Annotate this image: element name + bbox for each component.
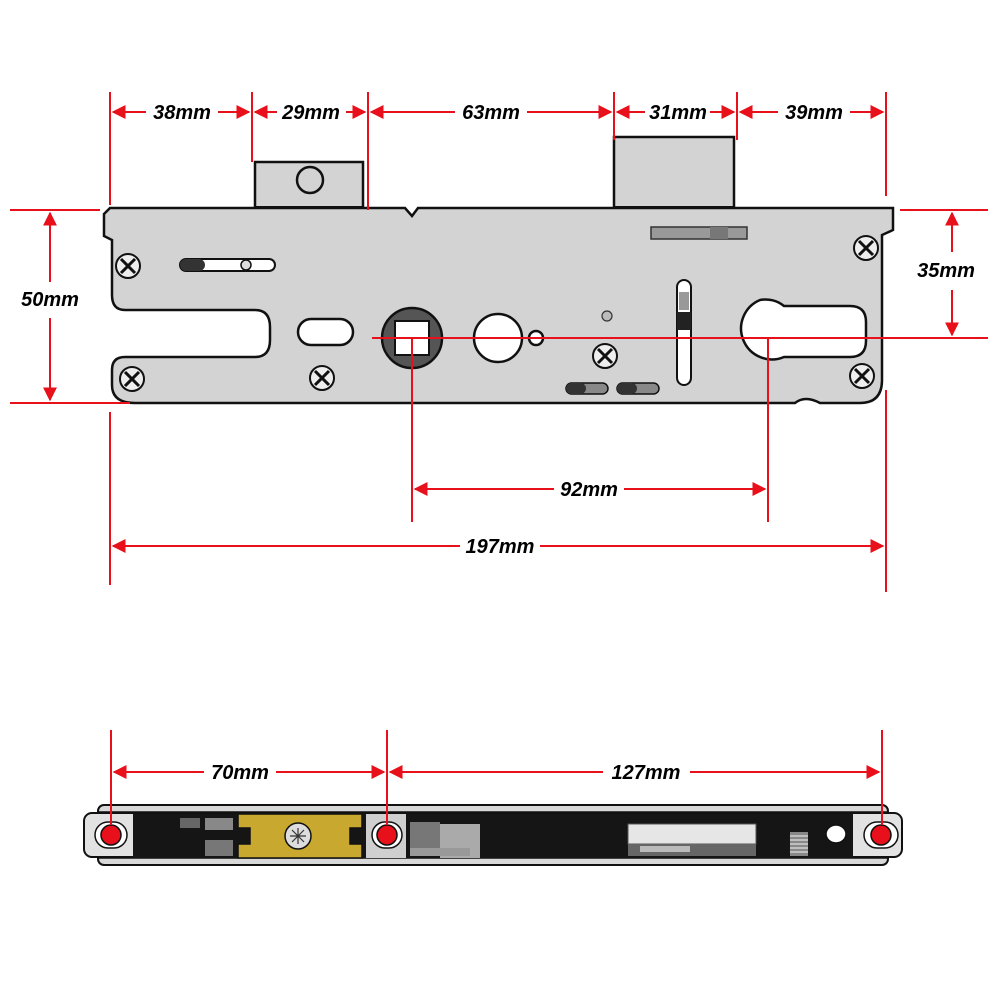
cylinder-keyhole xyxy=(739,298,868,361)
spring-icon xyxy=(790,832,808,856)
case-plate xyxy=(102,206,895,405)
dim-197: 197mm xyxy=(466,536,535,558)
fixing-point-marker xyxy=(870,824,892,846)
fixing-point-marker xyxy=(100,824,122,846)
lever-bar xyxy=(650,226,748,240)
dim-38: 38mm xyxy=(153,102,211,124)
screw-icon xyxy=(115,253,141,279)
dim-92: 92mm xyxy=(560,479,618,501)
screw-icon xyxy=(309,365,335,391)
oval-slot xyxy=(296,317,355,347)
dim-70: 70mm xyxy=(211,762,269,784)
right-top-tab xyxy=(612,135,736,214)
dim-31: 31mm xyxy=(649,102,707,124)
screw-icon xyxy=(119,366,145,392)
side-view-dimensions: 70mm 127mm xyxy=(110,730,883,825)
dim-50: 50mm xyxy=(21,289,79,311)
dim-29: 29mm xyxy=(281,102,340,124)
dim-35: 35mm xyxy=(917,260,975,282)
dim-39: 39mm xyxy=(785,102,843,124)
tab-hole xyxy=(295,165,325,195)
lock-case-side-view xyxy=(83,804,903,866)
screw-icon xyxy=(849,363,875,389)
dim-63: 63mm xyxy=(462,102,520,124)
oval-hole xyxy=(825,824,847,844)
dim-127: 127mm xyxy=(612,762,681,784)
front-view-dimensions: 38mm 29mm 63mm 31mm 39mm 50mm 35mm 92mm … xyxy=(10,92,988,592)
screw-icon xyxy=(592,343,618,369)
fixing-point-marker xyxy=(376,824,398,846)
screw-icon xyxy=(853,235,879,261)
lock-case-front-view xyxy=(102,135,895,405)
